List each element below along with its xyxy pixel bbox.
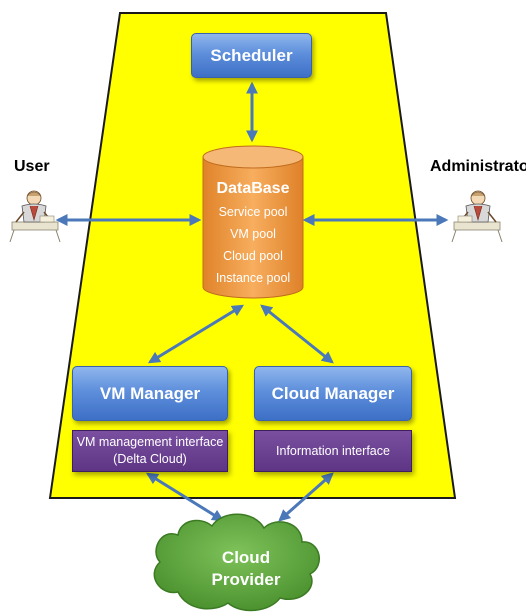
arrow-database-cloud-manager <box>260 304 334 364</box>
scheduler-label: Scheduler <box>210 45 293 65</box>
vm-manager-label: VM Manager <box>99 383 201 403</box>
arrow-cloud-manager-cloud <box>278 472 334 522</box>
cloud-provider-shape <box>153 513 320 612</box>
database-pool-vm: VM pool <box>230 227 276 241</box>
database-pool-cloud: Cloud pool <box>223 249 283 263</box>
database-pool-instance: Instance pool <box>215 271 291 285</box>
cloud-manager-label: Cloud Manager <box>271 383 395 403</box>
vm-interface-line1: VM management interface <box>76 435 224 449</box>
arrow-vm-manager-cloud <box>145 472 225 522</box>
cloud-manager-box: Cloud Manager <box>254 366 412 421</box>
user-person-icon <box>9 190 61 243</box>
user-label: User <box>14 158 50 175</box>
database-pool-service: Service pool <box>218 205 288 219</box>
scheduler-box: Scheduler <box>191 33 312 78</box>
administrator-person-icon <box>451 190 503 243</box>
information-interface-label: Information interface <box>276 443 390 458</box>
information-interface-box: Information interface <box>254 430 412 472</box>
arrow-database-vm-manager <box>147 304 245 364</box>
cloud-provider-line2: Provider <box>211 570 281 589</box>
cloud-provider-line1: Cloud <box>221 548 271 567</box>
administrator-label: Administrator <box>430 158 526 175</box>
vm-interface-line2: (Delta Cloud) <box>113 452 187 466</box>
vm-management-interface-box: VM management interface (Delta Cloud) <box>72 430 228 472</box>
database-cylinder <box>202 145 304 299</box>
database-title: DataBase <box>216 180 290 197</box>
vm-manager-box: VM Manager <box>72 366 228 421</box>
